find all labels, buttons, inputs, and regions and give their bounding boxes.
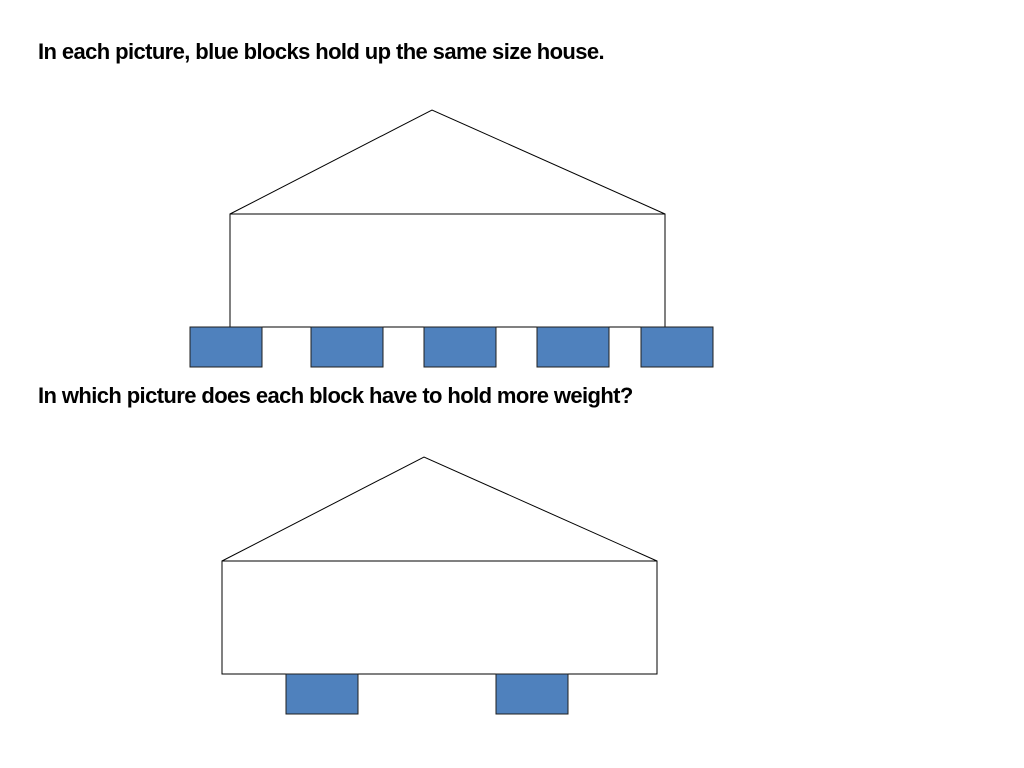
picture-one [189, 109, 714, 368]
support-block [495, 673, 569, 715]
support-block [536, 326, 610, 368]
question-intro-text: In each picture, blue blocks hold up the… [38, 39, 605, 64]
house-roof [229, 109, 666, 215]
support-block [423, 326, 497, 368]
house-body [221, 560, 658, 675]
question-prompt-text: In which picture does each block have to… [38, 383, 633, 408]
house-body [229, 213, 666, 328]
support-block [189, 326, 263, 368]
house-roof [221, 456, 658, 562]
support-block [310, 326, 384, 368]
picture-two [221, 456, 658, 715]
support-block [285, 673, 359, 715]
support-block [640, 326, 714, 368]
